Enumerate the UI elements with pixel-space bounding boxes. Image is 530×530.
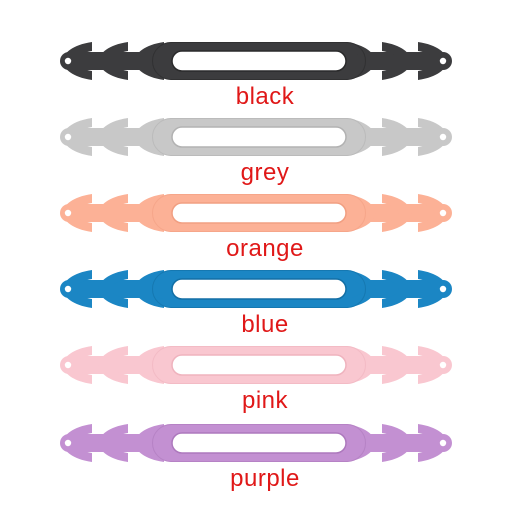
strap-edge	[152, 118, 366, 156]
hook-right	[382, 270, 412, 308]
strap-image	[60, 118, 452, 156]
strap-edge	[152, 42, 366, 80]
hook-right	[382, 194, 412, 232]
hook-left	[62, 346, 92, 384]
hook-right	[346, 42, 376, 80]
hook-left	[98, 194, 128, 232]
hook-left	[134, 270, 164, 308]
hook-right	[382, 424, 412, 462]
strap-image	[60, 424, 452, 462]
end-hole-right	[439, 133, 447, 141]
hook-left	[98, 42, 128, 80]
strap-image	[60, 346, 452, 384]
strap-slot	[171, 50, 347, 72]
strap-slot	[171, 354, 347, 376]
strap-variant-purple: purple	[0, 418, 530, 498]
hook-right	[382, 42, 412, 80]
strap-variant-grey: grey	[0, 112, 530, 192]
end-hole-left	[64, 361, 72, 369]
strap-image	[60, 270, 452, 308]
hook-right	[418, 42, 448, 80]
hook-left	[62, 118, 92, 156]
strap-edge	[152, 424, 366, 462]
hook-left	[98, 346, 128, 384]
color-label: blue	[241, 311, 289, 338]
hook-left	[98, 424, 128, 462]
hook-left	[62, 424, 92, 462]
strap-variant-blue: blue	[0, 264, 530, 344]
strap-edge	[152, 194, 366, 232]
color-label: purple	[230, 465, 300, 492]
strap-slot	[171, 126, 347, 148]
hook-left	[134, 424, 164, 462]
hook-left	[98, 118, 128, 156]
hook-right	[382, 346, 412, 384]
strap-variant-orange: orange	[0, 188, 530, 268]
hook-left	[62, 194, 92, 232]
strap-image	[60, 42, 452, 80]
end-hole-right	[439, 285, 447, 293]
hook-right	[346, 194, 376, 232]
hook-right	[418, 424, 448, 462]
hook-right	[418, 270, 448, 308]
hook-left	[134, 42, 164, 80]
hook-right	[346, 270, 376, 308]
color-label: grey	[240, 159, 290, 186]
hook-left	[98, 270, 128, 308]
hook-right	[418, 346, 448, 384]
hook-left	[134, 118, 164, 156]
end-hole-left	[64, 439, 72, 447]
strap-variant-black: black	[0, 36, 530, 116]
hook-left	[134, 346, 164, 384]
strap-edge	[152, 270, 366, 308]
hook-left	[62, 270, 92, 308]
hook-right	[418, 118, 448, 156]
strap-slot	[171, 432, 347, 454]
hook-right	[382, 118, 412, 156]
hook-right	[346, 346, 376, 384]
color-label: orange	[226, 235, 304, 262]
end-hole-left	[64, 285, 72, 293]
end-hole-left	[64, 133, 72, 141]
color-label: black	[235, 83, 295, 110]
hook-left	[62, 42, 92, 80]
end-hole-right	[439, 57, 447, 65]
hook-left	[134, 194, 164, 232]
color-label: pink	[241, 387, 289, 414]
end-hole-right	[439, 361, 447, 369]
end-hole-right	[439, 209, 447, 217]
hook-right	[418, 194, 448, 232]
strap-edge	[152, 346, 366, 384]
end-hole-left	[64, 57, 72, 65]
hook-right	[346, 118, 376, 156]
strap-slot	[171, 278, 347, 300]
end-hole-left	[64, 209, 72, 217]
hook-right	[346, 424, 376, 462]
strap-variant-pink: pink	[0, 340, 530, 420]
strap-slot	[171, 202, 347, 224]
strap-image	[60, 194, 452, 232]
end-hole-right	[439, 439, 447, 447]
